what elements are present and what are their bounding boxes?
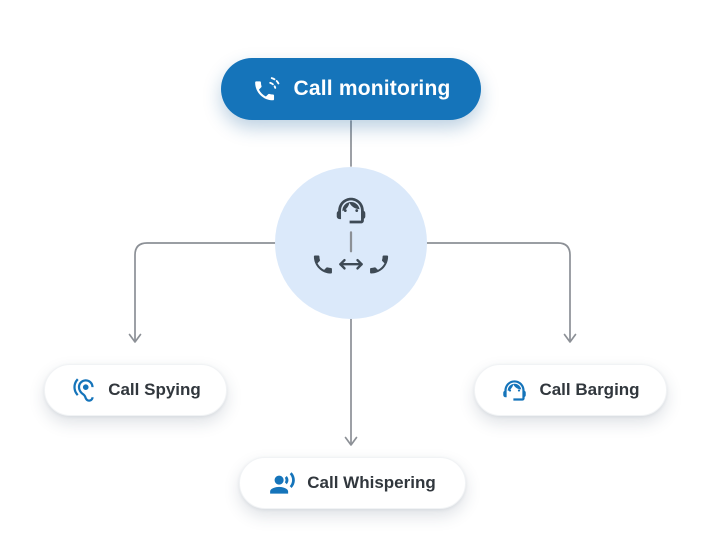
arrowhead-whispering: [344, 436, 358, 446]
node-call-spying: Call Spying: [44, 364, 227, 416]
node-call-barging: Call Barging: [474, 364, 667, 416]
node-label-call-spying: Call Spying: [108, 380, 201, 399]
voice-over-icon: [269, 470, 296, 497]
ear-listening-icon: [70, 377, 97, 404]
arrowhead-barging: [563, 333, 577, 343]
hub-node: [275, 167, 427, 319]
root-node-label: Call monitoring: [293, 77, 451, 100]
phone-in-talk-icon: [252, 74, 282, 104]
arrowhead-spying: [128, 333, 142, 343]
connector-hub-to-barging: [425, 242, 571, 342]
node-call-whispering: Call Whispering: [239, 457, 466, 509]
node-label-call-whispering: Call Whispering: [307, 473, 436, 492]
root-node-call-monitoring: Call monitoring: [221, 58, 481, 120]
connector-hub-to-spying: [134, 242, 277, 342]
node-label-call-barging: Call Barging: [539, 380, 640, 399]
agent-call-routing-icon: [313, 197, 389, 274]
support-agent-icon: [501, 377, 528, 404]
